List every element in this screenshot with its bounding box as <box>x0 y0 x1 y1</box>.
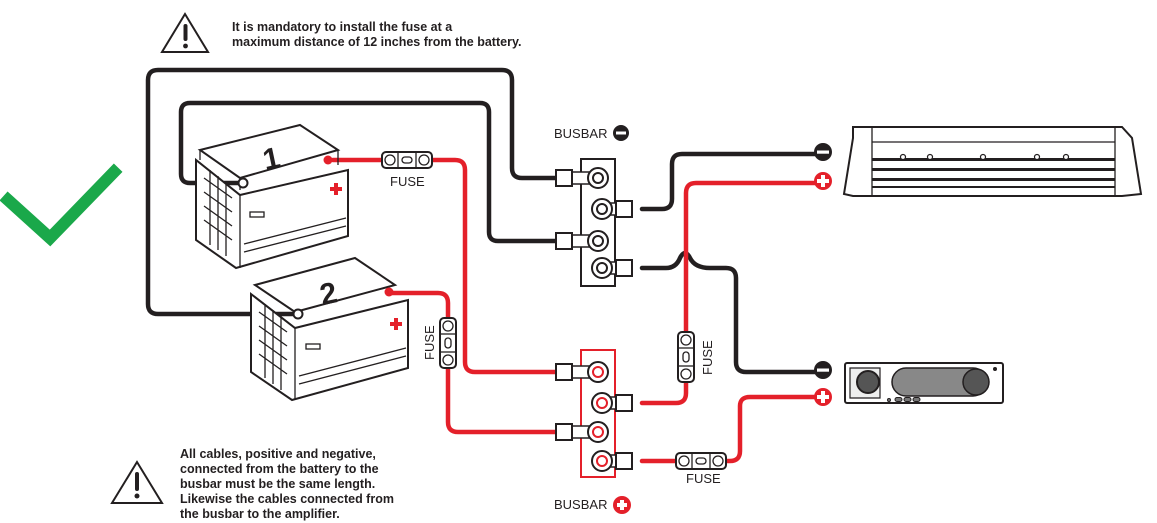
battery-number: 1 <box>260 141 283 177</box>
fuse-amplifier <box>677 331 695 383</box>
warning-line: All cables, positive and negative, <box>180 447 376 461</box>
busbar-positive-label: BUSBAR <box>554 497 607 512</box>
fuse-label: FUSE <box>422 325 437 360</box>
amplifier <box>842 126 1143 197</box>
ring-terminal <box>591 198 633 220</box>
warning-line: Likewise the cables connected from <box>180 492 394 506</box>
head-unit <box>844 362 1004 404</box>
ring-terminal <box>591 392 633 414</box>
positive-cable-to-amplifier <box>639 377 689 406</box>
warning-triangle-icon <box>110 460 164 504</box>
ring-terminal <box>555 230 609 252</box>
positive-cable-battery-1-to-busbar <box>427 157 559 375</box>
minus-circle-icon <box>814 361 832 379</box>
positive-cable-to-amplifier-upper <box>683 180 819 337</box>
negative-cable-to-head-unit <box>639 250 819 375</box>
fuse-distance-warning: It is mandatory to install the fuse at a… <box>232 20 521 50</box>
ring-terminal <box>591 257 633 279</box>
fuse-battery-2 <box>439 317 457 369</box>
checkmark-icon <box>0 163 123 247</box>
cable-length-warning: All cables, positive and negative, conne… <box>180 447 394 522</box>
warning-line: connected from the battery to the <box>180 462 379 476</box>
fuse-label: FUSE <box>686 471 721 486</box>
positive-cable-battery-2 <box>386 290 451 323</box>
warning-line: maximum distance of 12 inches from the b… <box>232 35 522 49</box>
minus-circle-icon <box>613 125 629 141</box>
ring-terminal <box>555 167 609 189</box>
warning-line: busbar must be the same length. <box>180 477 376 491</box>
fuse-battery-1 <box>381 151 433 169</box>
plus-circle-icon <box>814 172 832 190</box>
plus-circle-icon <box>613 496 631 514</box>
battery-1: 1 <box>195 123 349 270</box>
fuse-label: FUSE <box>390 174 425 189</box>
battery-2: 2 <box>250 256 409 402</box>
fuse-label: FUSE <box>700 340 715 375</box>
negative-cable-battery-2 <box>145 67 559 317</box>
warning-triangle-icon <box>160 12 210 53</box>
ring-terminal <box>591 450 633 472</box>
positive-cable-battery-2-to-busbar <box>445 363 559 435</box>
positive-cable-to-head-unit-upper <box>719 394 819 464</box>
negative-cable-to-amplifier <box>639 151 819 212</box>
battery-number: 2 <box>317 276 340 312</box>
busbar-negative-label: BUSBAR <box>554 126 607 141</box>
warning-line: It is mandatory to install the fuse at a <box>232 20 453 34</box>
ring-terminal <box>555 361 609 383</box>
minus-circle-icon <box>814 143 832 161</box>
fuse-head-unit <box>675 452 727 470</box>
warning-line: the busbar to the amplifier. <box>180 507 340 521</box>
negative-cable-battery-1 <box>178 100 559 244</box>
plus-circle-icon <box>814 388 832 406</box>
ring-terminal <box>555 421 609 443</box>
